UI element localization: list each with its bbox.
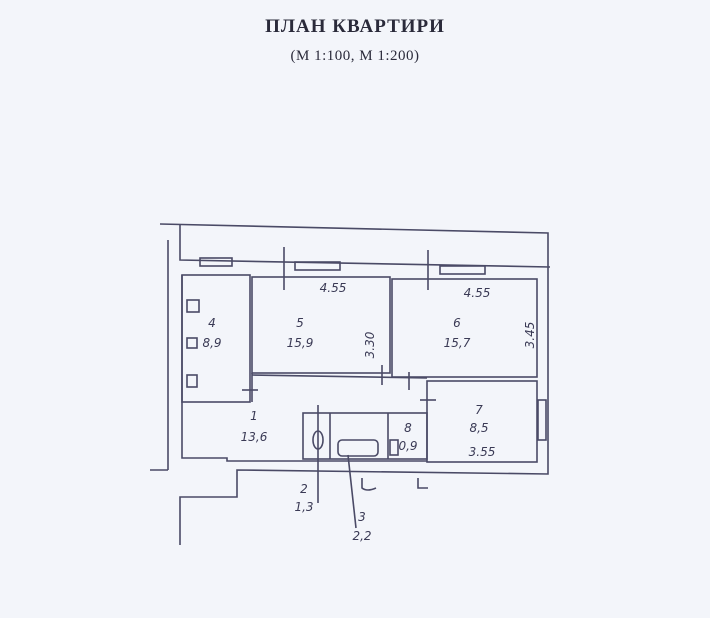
boiler-icon — [186, 374, 198, 388]
window — [439, 265, 486, 275]
outer-wall — [159, 223, 549, 545]
room-4-number: 4 — [208, 316, 216, 330]
leader-line — [347, 454, 357, 529]
dimension-room-6-depth: 3.45 — [523, 322, 537, 349]
room-3-number: 3 — [358, 510, 366, 524]
room-6-number: 6 — [453, 316, 461, 330]
room-4-area: 8,9 — [202, 336, 221, 350]
room-1-number: 1 — [250, 409, 258, 423]
room-8-number: 8 — [404, 421, 412, 435]
room-7-area: 8,5 — [469, 421, 488, 435]
room-2-area: 1,3 — [294, 500, 313, 514]
document-scale: (М 1:100, М 1:200) — [290, 48, 420, 64]
dimension-room-7-width: 3.55 — [469, 445, 496, 459]
document-title: ПЛАН КВАРТИРИ — [265, 16, 445, 37]
room-5-outline — [251, 276, 391, 374]
bathtub-icon — [337, 439, 379, 457]
hall-wall — [181, 402, 427, 462]
dimension-room-6-width: 4.55 — [464, 286, 491, 300]
room-2-number: 2 — [300, 482, 308, 496]
dimension-room-5-width: 4.55 — [320, 281, 347, 295]
entrance-door — [361, 478, 428, 491]
sanitary-block — [302, 412, 428, 460]
shelf-icon — [389, 439, 399, 456]
window — [294, 261, 341, 271]
room-8-area: 0,9 — [398, 439, 417, 453]
room-1-area: 13,6 — [241, 430, 268, 444]
room-5-area: 15,9 — [287, 336, 314, 350]
walls — [150, 223, 551, 545]
stove-icon — [186, 299, 200, 313]
room-5-number: 5 — [296, 316, 304, 330]
window — [537, 399, 547, 441]
room-3-area: 2,2 — [352, 529, 371, 543]
room-6-area: 15,7 — [444, 336, 471, 350]
window — [199, 257, 233, 267]
dimension-room-5-depth: 3.30 — [363, 331, 377, 358]
room-4-outline — [181, 274, 251, 403]
room-7-number: 7 — [475, 403, 483, 417]
sink-icon — [186, 337, 198, 349]
outer-wall-inner — [179, 224, 551, 268]
room-labels: 4 8,9 5 15,9 6 15,7 7 8,5 1 13,6 8 0,9 2… — [202, 281, 537, 543]
room-6-outline — [391, 278, 538, 378]
